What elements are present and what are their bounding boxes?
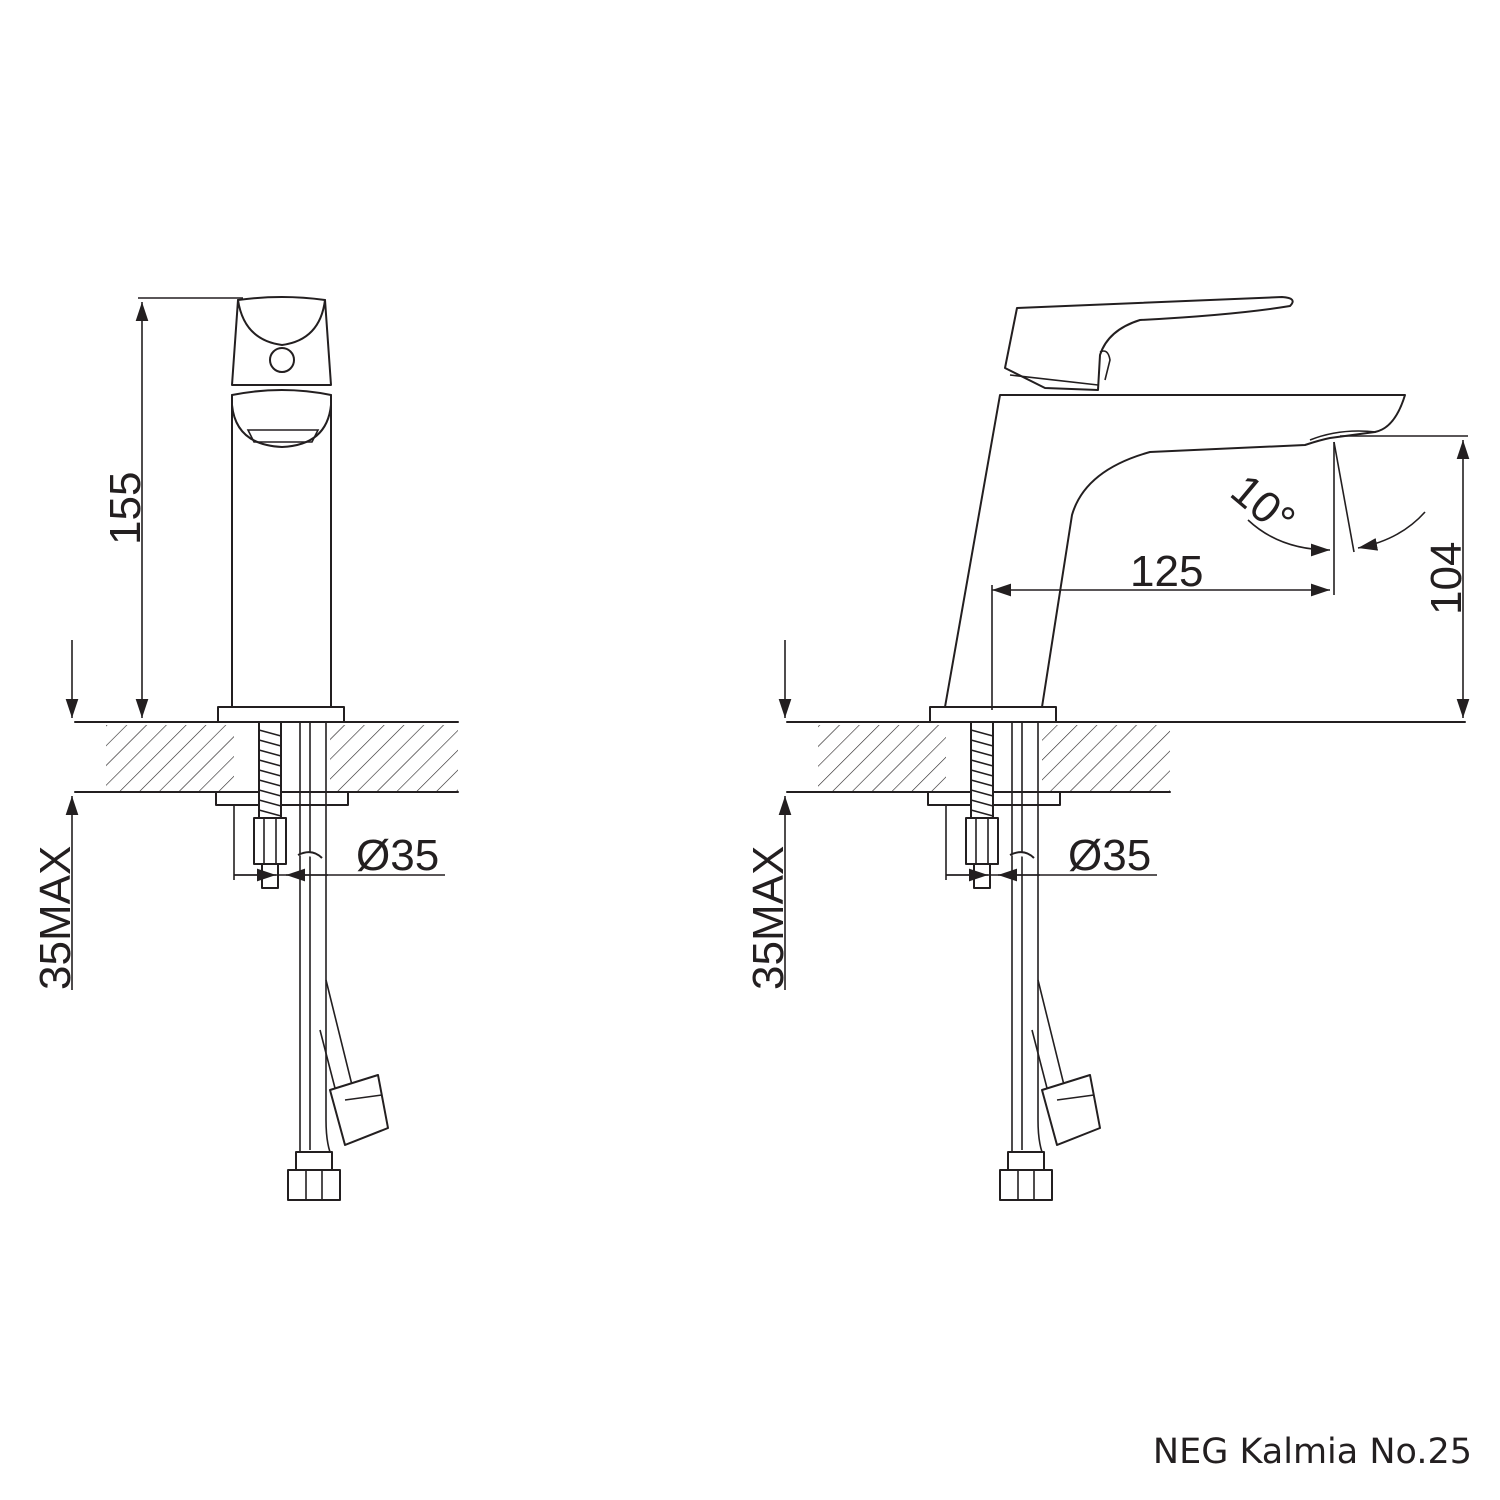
dimension-height: 155 [101,297,243,718]
dimension-spout-height: 104 [1340,435,1471,718]
diameter-label: Ø35 [1068,831,1151,880]
faucet-body-front [217,296,345,723]
dimension-reach: 125 [991,442,1335,710]
deck-label: 35MAX [31,846,80,990]
dimension-deck-thickness: 35MAX [31,640,80,990]
product-title: NEG Kalmia No.25 [1152,1432,1472,1472]
diameter-label: Ø35 [356,831,439,880]
countertop-section [786,721,1466,793]
spout-height-label: 104 [1422,542,1471,615]
deck-label: 35MAX [744,846,793,990]
dimension-diameter: Ø35 [233,805,445,882]
mounting-hardware-front [215,721,389,1201]
faucet-body-side [929,296,1406,723]
front-view: 155 35MAX Ø35 [31,296,459,1201]
mounting-hardware-side [927,721,1101,1201]
height-label: 155 [101,472,150,545]
reach-label: 125 [1130,547,1203,596]
dimension-angle: 10° [1222,441,1426,557]
angle-label: 10° [1222,465,1304,545]
dimension-diameter: Ø35 [945,805,1157,882]
side-view: 35MAX Ø35 125 10° 104 [744,296,1471,1201]
dimension-deck-thickness: 35MAX [744,640,793,990]
